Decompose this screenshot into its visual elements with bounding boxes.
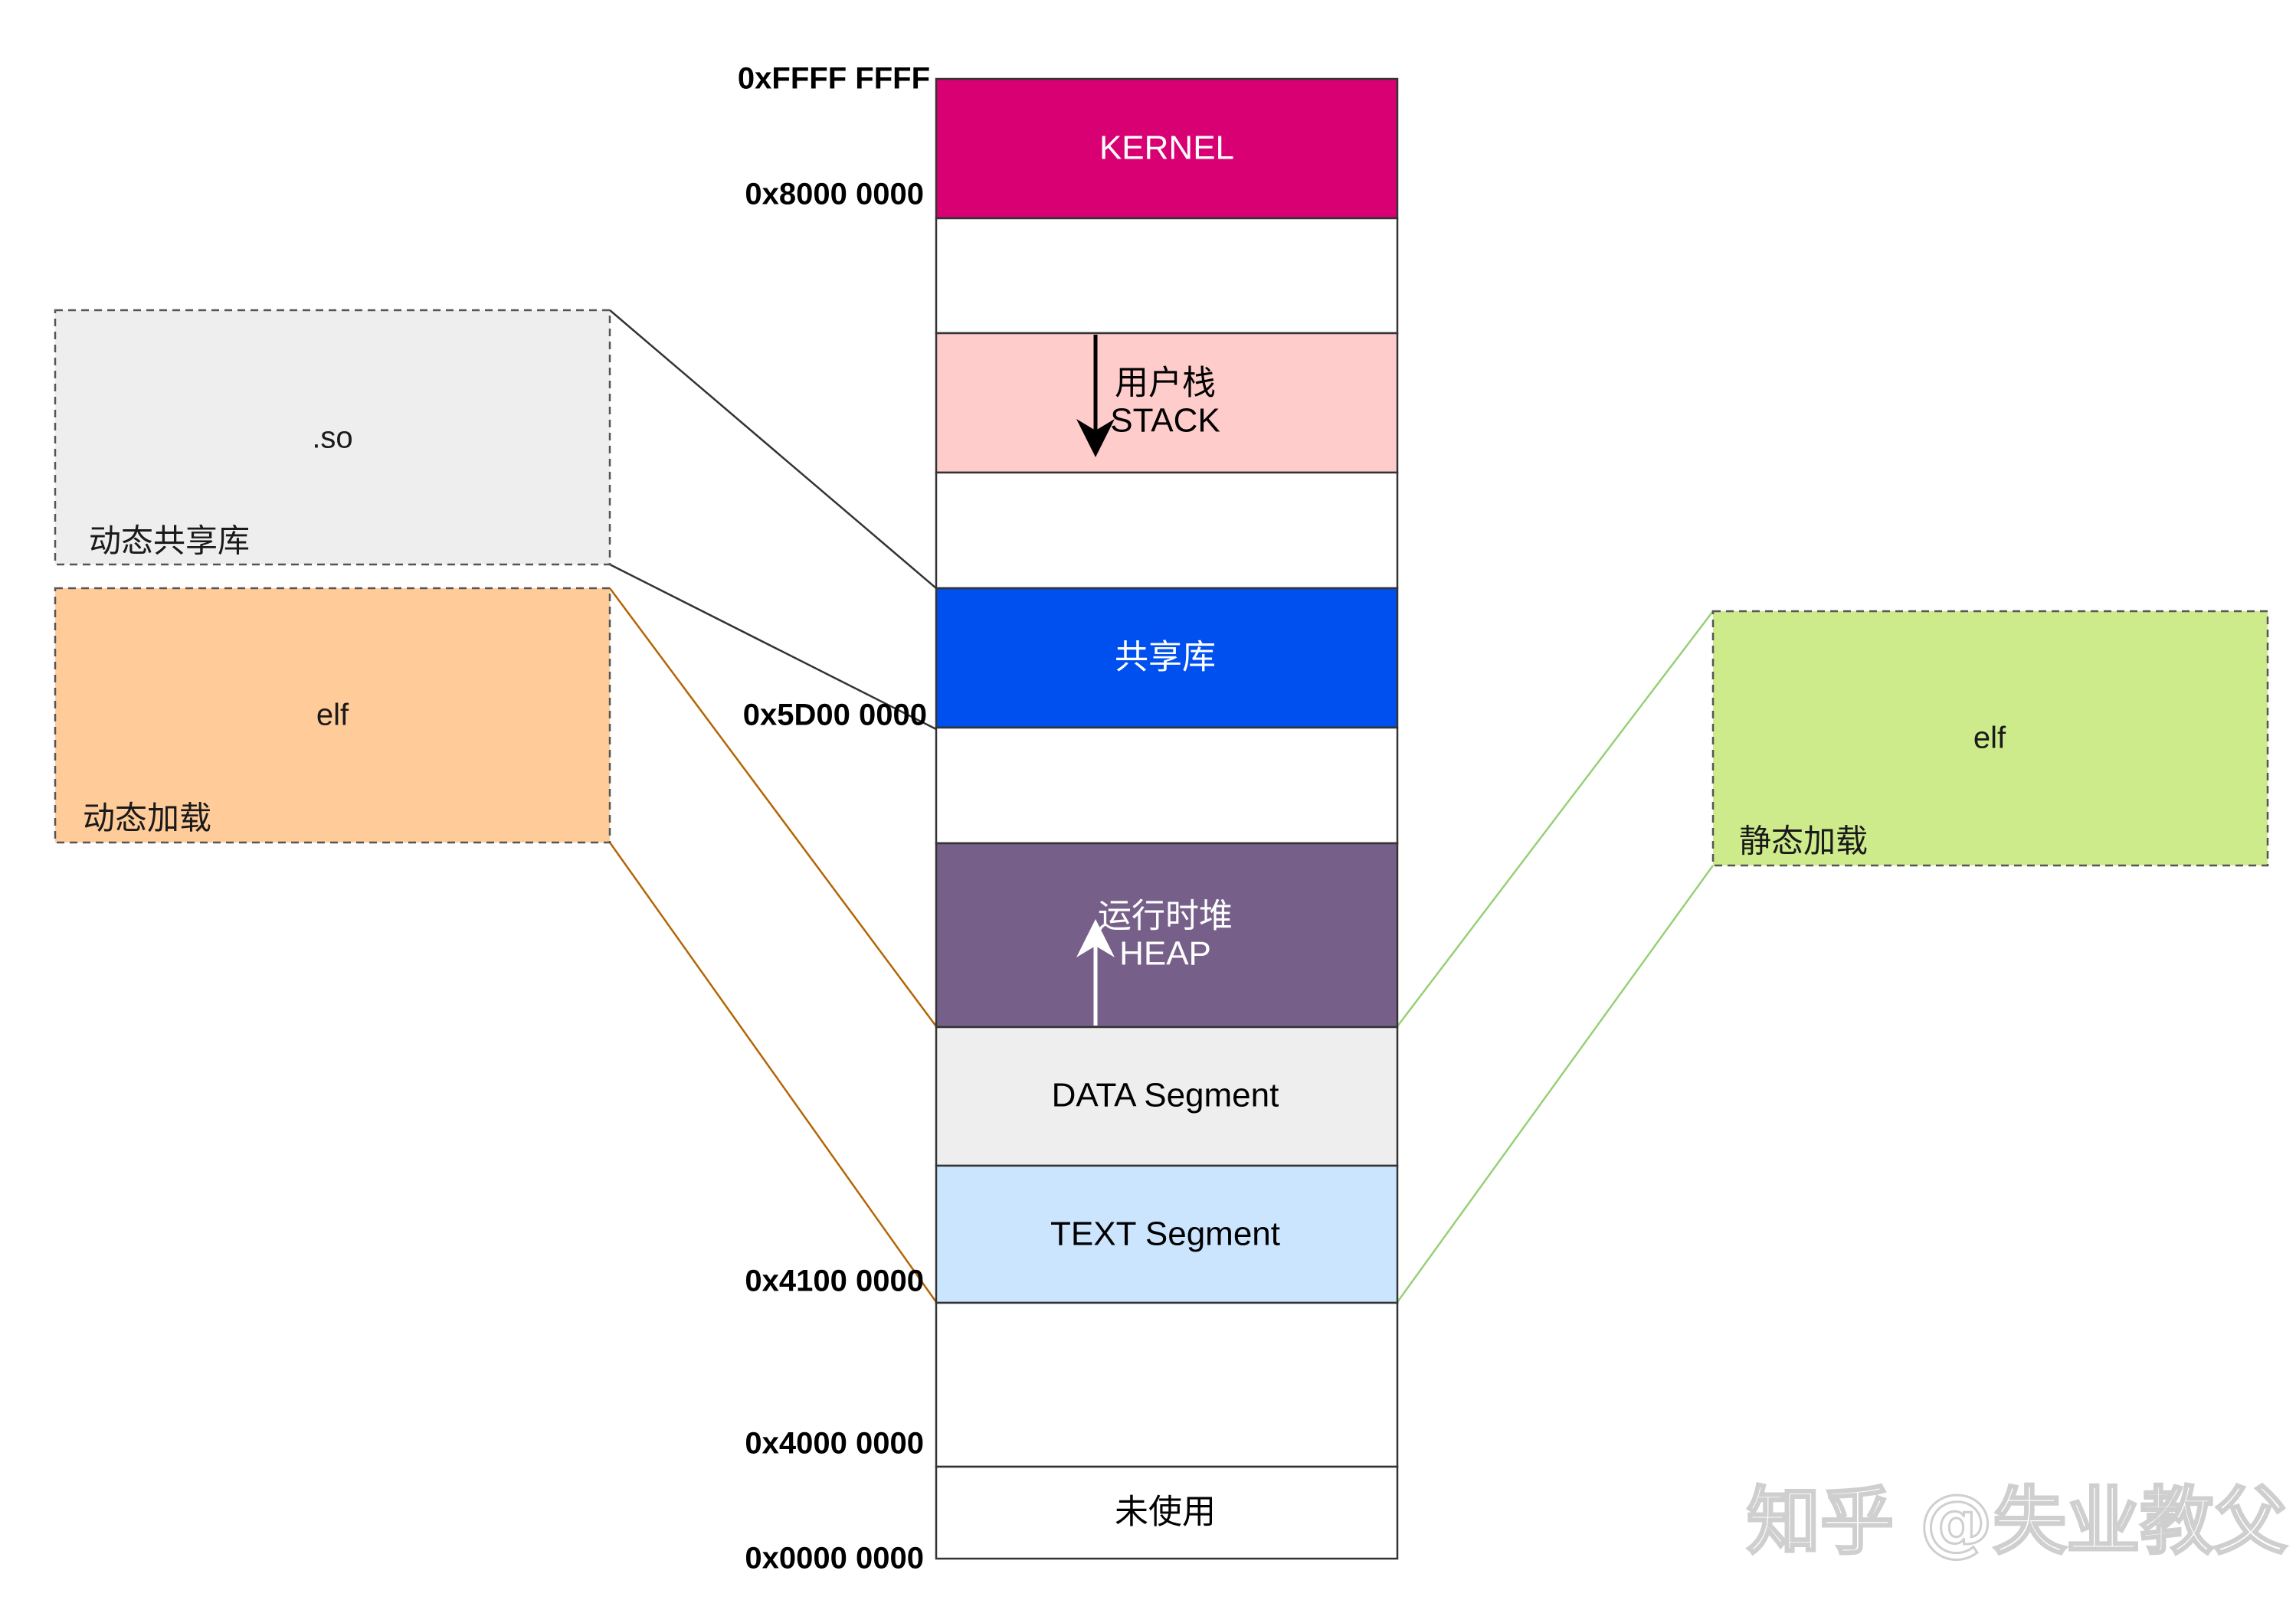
kernel-segment: KERNEL: [935, 77, 1399, 220]
gap-segment-2: [935, 471, 1399, 590]
static-elf-connector-bottom: [1396, 865, 1715, 1303]
stack-label-en: STACK: [1110, 402, 1220, 440]
address-kernel-base: 0x8000 0000: [745, 178, 924, 211]
stack-label-cn: 用户栈: [1115, 365, 1216, 402]
dynamic-elf-connector-top: [608, 587, 938, 1027]
text-segment-label: TEXT Segment: [1050, 1215, 1280, 1253]
heap-segment: 运行时堆 HEAP: [935, 842, 1399, 1029]
kernel-label: KERNEL: [1099, 129, 1234, 167]
dynamic-elf-box: elf 动态加载: [54, 587, 611, 844]
stack-segment: 用户栈 STACK: [935, 332, 1399, 474]
memory-column: KERNEL 用户栈 STACK 共享库 运行时堆 HEAP DATA Segm…: [935, 77, 1399, 1560]
dynamic-elf-box-caption: 动态加载: [83, 800, 211, 837]
so-box-caption: 动态共享库: [89, 522, 250, 560]
data-segment-label: DATA Segment: [1052, 1077, 1279, 1114]
so-box-title: .so: [312, 421, 352, 455]
address-top: 0xFFFF FFFF: [738, 62, 930, 96]
address-text-base: 0x4100 0000: [745, 1265, 924, 1298]
static-elf-box: elf 静态加载: [1711, 610, 2269, 867]
text-segment: TEXT Segment: [935, 1164, 1399, 1304]
unused-label: 未使用: [1115, 1494, 1216, 1531]
static-elf-box-title: elf: [1973, 721, 2006, 755]
connector-lines: [608, 309, 1715, 1303]
heap-label-cn: 运行时堆: [1098, 898, 1233, 935]
heap-label-en: HEAP: [1119, 935, 1211, 973]
zhihu-watermark: 知乎 @失业教父: [1747, 1478, 2287, 1564]
address-bottom: 0x0000 0000: [745, 1542, 924, 1575]
static-elf-connector-top: [1397, 610, 1714, 1027]
so-box: .so 动态共享库: [54, 309, 611, 566]
address-labels: 0xFFFF FFFF 0x8000 0000 0x5D00 0000 0x41…: [738, 62, 930, 1575]
static-elf-box-caption: 静态加载: [1739, 823, 1868, 860]
shared-library-label: 共享库: [1115, 639, 1216, 676]
address-shared-lib-base: 0x5D00 0000: [743, 699, 927, 732]
unused-segment: 未使用: [935, 1465, 1399, 1560]
dynamic-elf-box-title: elf: [316, 699, 349, 732]
so-connector-bottom: [609, 563, 937, 731]
dynamic-elf-connector-bottom: [608, 842, 938, 1303]
address-user-start: 0x4000 0000: [745, 1427, 924, 1461]
data-segment: DATA Segment: [935, 1026, 1399, 1167]
so-connector-top: [609, 309, 937, 589]
shared-library-segment: 共享库: [935, 587, 1399, 729]
gap-segment-3: [935, 726, 1399, 845]
gap-segment-1: [935, 217, 1399, 335]
gap-segment-4: [935, 1301, 1399, 1468]
